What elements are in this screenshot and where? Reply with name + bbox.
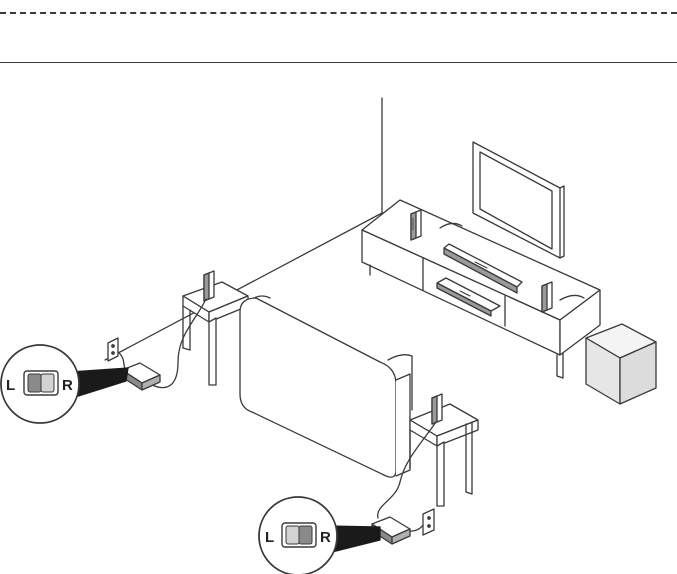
side-table-left xyxy=(183,282,248,385)
switch-left-label: L xyxy=(6,377,15,394)
lr-switch-icon xyxy=(24,371,58,395)
wall-outlet-icon xyxy=(108,338,118,361)
subwoofer-icon xyxy=(586,324,656,404)
speaker-icon xyxy=(411,210,421,240)
speaker-icon xyxy=(542,282,552,312)
switch-right-label: R xyxy=(320,529,331,546)
speaker-icon xyxy=(204,271,214,301)
lr-switch-callout: L R xyxy=(1,345,79,423)
side-table-right xyxy=(410,404,478,506)
sofa xyxy=(240,296,412,477)
wall-outlet-icon xyxy=(423,509,434,535)
speaker-icon xyxy=(432,394,442,424)
switch-right-label: R xyxy=(62,377,73,394)
lr-switch-icon xyxy=(282,523,316,547)
switch-left-label: L xyxy=(265,529,274,546)
lr-switch-callout: L R xyxy=(259,497,337,574)
